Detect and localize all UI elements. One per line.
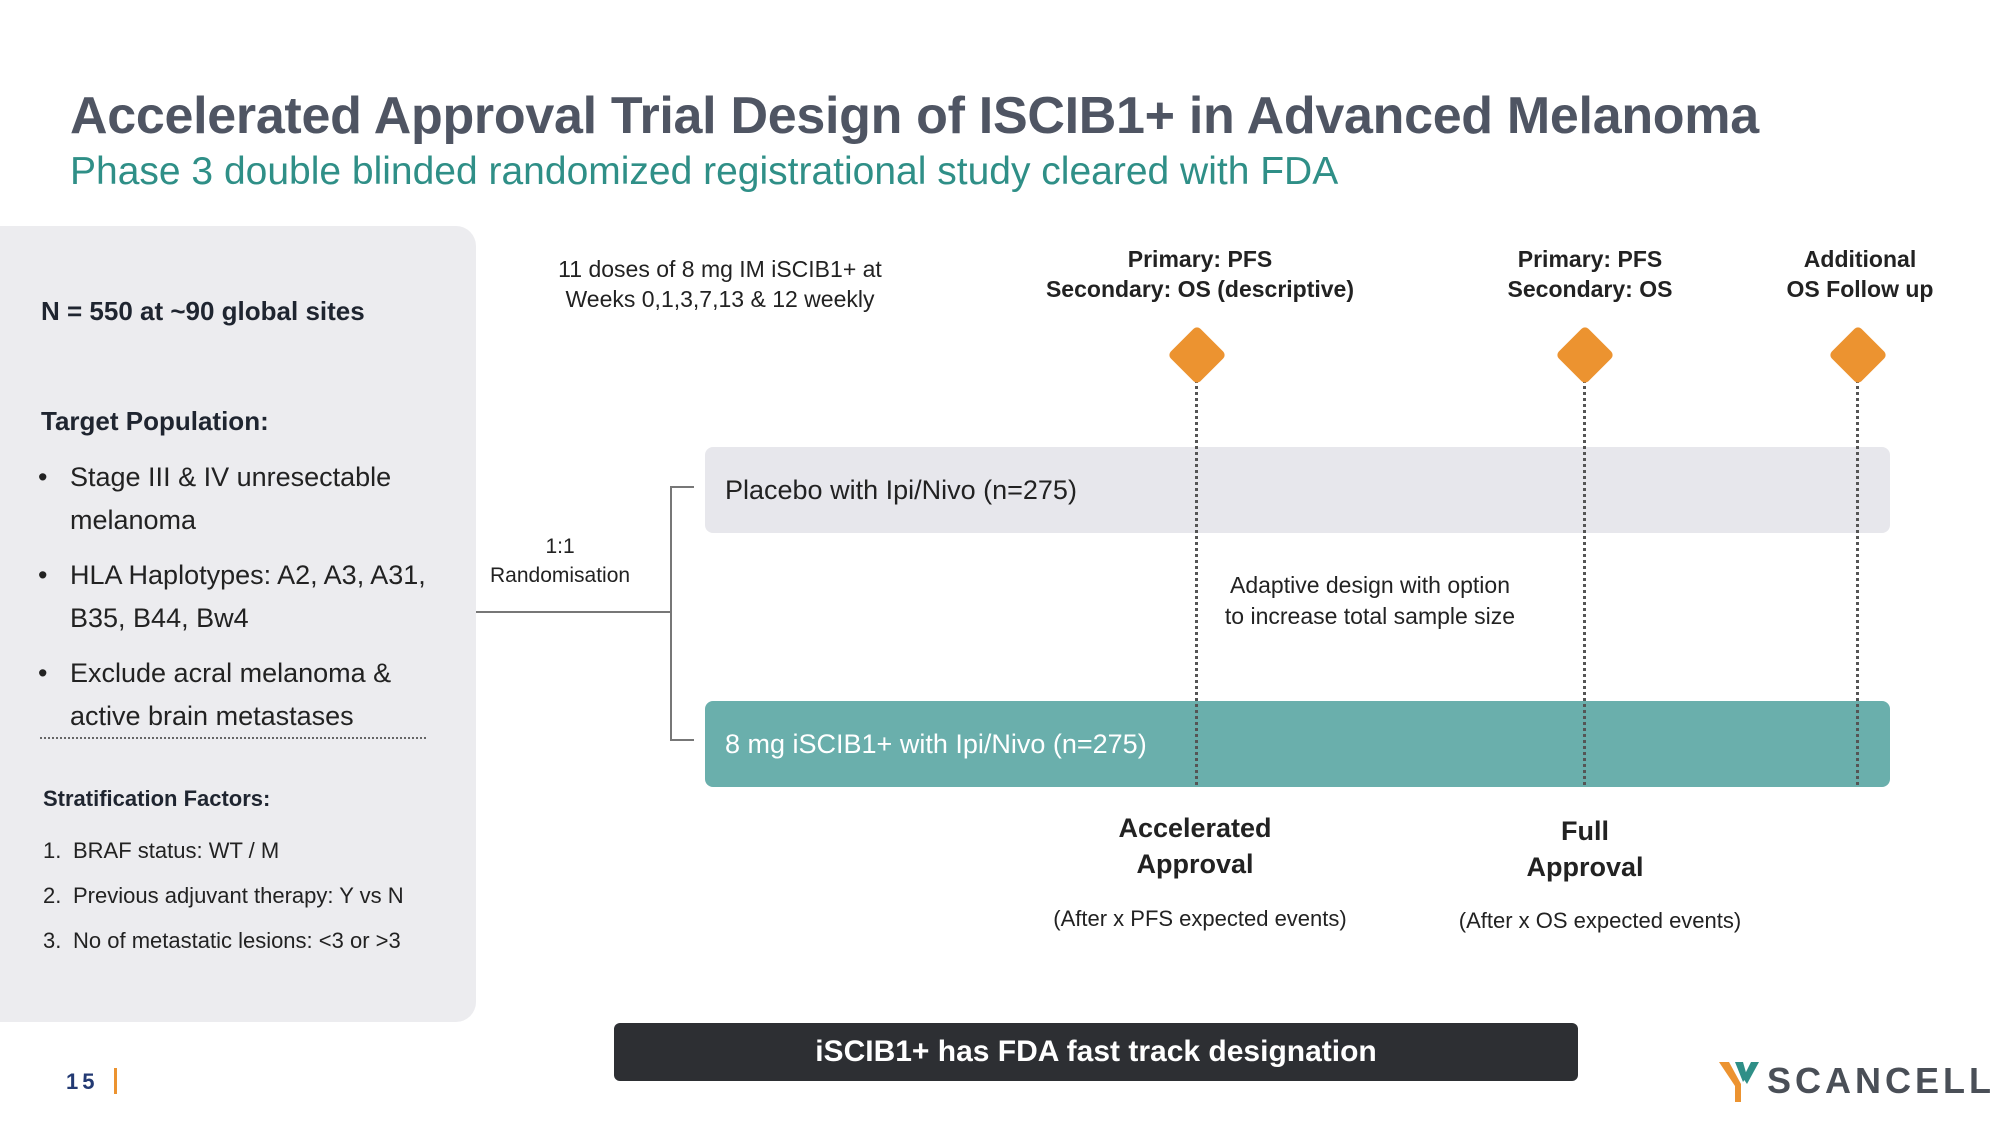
bracket-arm-top <box>670 486 694 488</box>
adaptive-design-note: Adaptive design with option to increase … <box>1200 570 1540 632</box>
list-number: 3. <box>43 928 62 953</box>
list-text: BRAF status: WT / M <box>73 838 280 863</box>
milestone-line-interim <box>1195 380 1198 785</box>
randomisation-text: Randomisation <box>490 564 631 587</box>
fast-track-banner: iSCIB1+ has FDA fast track designation <box>614 1023 1578 1081</box>
bracket-arm-bottom <box>670 739 694 741</box>
dosing-note: 11 doses of 8 mg IM iSCIB1+ at Weeks 0,1… <box>520 254 920 314</box>
milestone-label-line: Secondary: OS (descriptive) <box>1045 276 1355 302</box>
milestone-line-final <box>1583 380 1586 785</box>
page-subtitle: Phase 3 double blinded randomized regist… <box>70 150 1339 193</box>
list-text: Previous adjuvant therapy: Y vs N <box>73 883 404 908</box>
page-title: Accelerated Approval Trial Design of ISC… <box>70 87 1759 145</box>
target-population-list: Stage III & IV unresectable melanoma HLA… <box>38 456 428 750</box>
page-number-divider <box>114 1068 117 1094</box>
milestone-label-final: Primary: PFS Secondary: OS <box>1440 244 1740 304</box>
list-item: Stage III & IV unresectable melanoma <box>38 456 428 542</box>
page-number: 15 <box>66 1069 99 1094</box>
randomisation-connector <box>476 611 671 613</box>
milestone-label-line: Primary: PFS <box>1517 246 1663 272</box>
adaptive-note-line: to increase total sample size <box>1224 603 1516 629</box>
scancell-logo-icon <box>1719 1062 1759 1102</box>
stratification-heading: Stratification Factors: <box>43 786 271 811</box>
list-item: 3. No of metastatic lesions: <3 or >3 <box>43 918 404 963</box>
dosing-note-line: 11 doses of 8 mg IM iSCIB1+ at <box>558 256 882 282</box>
divider <box>40 737 426 739</box>
approval-label-line: Approval <box>1526 852 1644 882</box>
accelerated-approval-events: (After x PFS expected events) <box>1053 906 1347 931</box>
approval-label-line: Full <box>1561 816 1609 846</box>
list-number: 1. <box>43 838 62 863</box>
sample-size-text: N = 550 at ~90 global sites <box>41 296 365 326</box>
stratification-list: 1. BRAF status: WT / M 2. Previous adjuvan… <box>43 828 404 963</box>
milestone-label-line: OS Follow up <box>1786 276 1934 302</box>
milestone-label-line: Primary: PFS <box>1127 246 1273 272</box>
scancell-logo-text: SCANCELL <box>1767 1060 1995 1101</box>
milestone-diamond-icon <box>1555 325 1615 385</box>
adaptive-note-line: Adaptive design with option <box>1229 572 1511 598</box>
milestone-label-line: Additional <box>1803 246 1917 272</box>
list-number: 2. <box>43 883 62 908</box>
list-item: 2. Previous adjuvant therapy: Y vs N <box>43 873 404 918</box>
target-population-heading: Target Population: <box>41 406 269 436</box>
approval-label-line: Approval <box>1136 849 1254 879</box>
active-arm-bar: 8 mg iSCIB1+ with Ipi/Nivo (n=275) <box>705 701 1890 787</box>
milestone-line-followup <box>1856 380 1859 785</box>
list-item: HLA Haplotypes: A2, A3, A31, B35, B44, B… <box>38 554 428 640</box>
accelerated-approval-label: Accelerated Approval <box>1050 810 1340 882</box>
list-text: No of metastatic lesions: <3 or >3 <box>73 928 401 953</box>
randomisation-label: 1:1 Randomisation <box>490 532 630 590</box>
dosing-note-line: Weeks 0,1,3,7,13 & 12 weekly <box>565 286 875 312</box>
randomisation-bracket <box>670 486 672 740</box>
full-approval-label: Full Approval <box>1460 813 1710 885</box>
randomisation-ratio: 1:1 <box>545 535 575 558</box>
milestone-diamond-icon <box>1828 325 1888 385</box>
placebo-arm-bar: Placebo with Ipi/Nivo (n=275) <box>705 447 1890 533</box>
milestone-label-line: Secondary: OS <box>1507 276 1673 302</box>
list-item: Exclude acral melanoma & active brain me… <box>38 652 428 738</box>
approval-label-line: Accelerated <box>1118 813 1272 843</box>
full-approval-events: (After x OS expected events) <box>1458 908 1742 933</box>
milestone-label-interim: Primary: PFS Secondary: OS (descriptive) <box>1020 244 1380 304</box>
milestone-diamond-icon <box>1167 325 1227 385</box>
milestone-label-followup: Additional OS Follow up <box>1740 244 1980 304</box>
list-item: 1. BRAF status: WT / M <box>43 828 404 873</box>
